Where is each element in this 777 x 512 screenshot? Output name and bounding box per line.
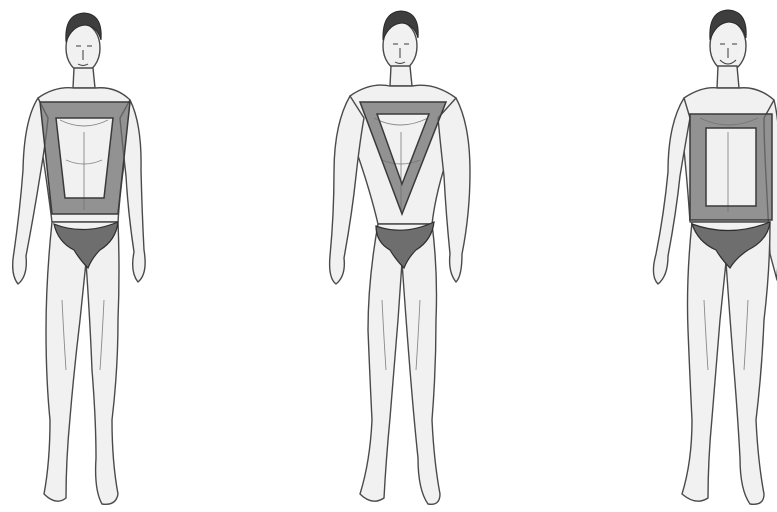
figure-drawing: [320, 0, 480, 512]
trapezoid-body-figure: [0, 0, 160, 512]
figure-drawing: [0, 0, 160, 512]
figure-drawing: [640, 0, 777, 512]
inverted-triangle-body-figure: [320, 0, 480, 512]
rectangle-body-figure: [640, 0, 777, 512]
